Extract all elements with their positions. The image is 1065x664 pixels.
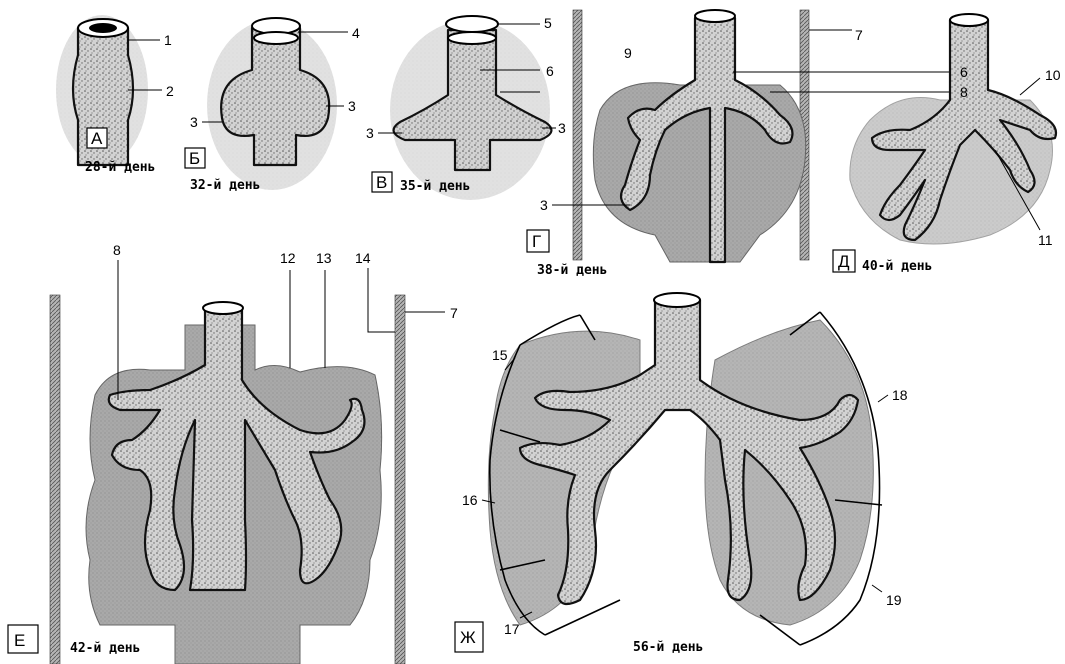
- panel-zh: 15 18 16 17 19 Ж 56-й день: [455, 293, 908, 655]
- label-3-b-right: 3: [348, 98, 356, 114]
- label-19: 19: [886, 592, 902, 608]
- label-11: 11: [1038, 232, 1053, 248]
- label-3-b-left: 3: [190, 114, 198, 130]
- panel-v-day: 35-й день: [400, 179, 470, 194]
- panel-e-bronchial-tree: [109, 308, 365, 590]
- panel-b: 4 3 3 Б 32-й день: [185, 18, 360, 193]
- label-14: 14: [355, 250, 371, 266]
- panel-v: 5 6 3 3 В 35-й день: [366, 15, 566, 200]
- label-8-d: 8: [960, 84, 968, 100]
- label-5: 5: [544, 15, 552, 31]
- label-10: 10: [1045, 67, 1061, 83]
- panel-e-day: 42-й день: [70, 641, 140, 656]
- panel-e: 8 12 13 14 7 Е 42-й день: [8, 242, 458, 664]
- panel-b-day: 32-й день: [190, 178, 260, 193]
- panel-e-letter: Е: [14, 631, 25, 650]
- panel-a-letter: А: [91, 129, 103, 148]
- panel-v-letter: В: [376, 173, 387, 192]
- label-8-e: 8: [113, 242, 121, 258]
- label-7-e: 7: [450, 305, 458, 321]
- label-3-v-right: 3: [558, 120, 566, 136]
- label-3-g: 3: [540, 197, 548, 213]
- panel-d-day: 40-й день: [862, 259, 932, 274]
- label-17: 17: [504, 621, 520, 637]
- label-13: 13: [316, 250, 332, 266]
- label-3-v-left: 3: [366, 125, 374, 141]
- label-6-v: 6: [546, 63, 554, 79]
- label-16: 16: [462, 492, 478, 508]
- panel-g-letter: Г: [532, 232, 541, 251]
- label-9: 9: [624, 45, 632, 61]
- panel-d-letter: Д: [838, 252, 850, 271]
- label-6-d: 6: [960, 64, 968, 80]
- label-12: 12: [280, 250, 296, 266]
- label-1: 1: [164, 32, 172, 48]
- label-15: 15: [492, 347, 508, 363]
- panel-zh-day: 56-й день: [633, 640, 703, 655]
- panel-a: 1 2 А 28-й день: [56, 15, 174, 175]
- panel-a-day: 28-й день: [85, 160, 155, 175]
- panel-zh-letter: Ж: [460, 628, 476, 647]
- label-2: 2: [166, 83, 174, 99]
- label-7-d: 7: [855, 27, 863, 43]
- label-4: 4: [352, 25, 360, 41]
- label-18: 18: [892, 387, 908, 403]
- panel-d: 7 6 8 10 11 Д 40-й день: [809, 12, 1061, 274]
- panel-g-day: 38-й день: [537, 263, 607, 278]
- panel-b-letter: Б: [189, 149, 200, 168]
